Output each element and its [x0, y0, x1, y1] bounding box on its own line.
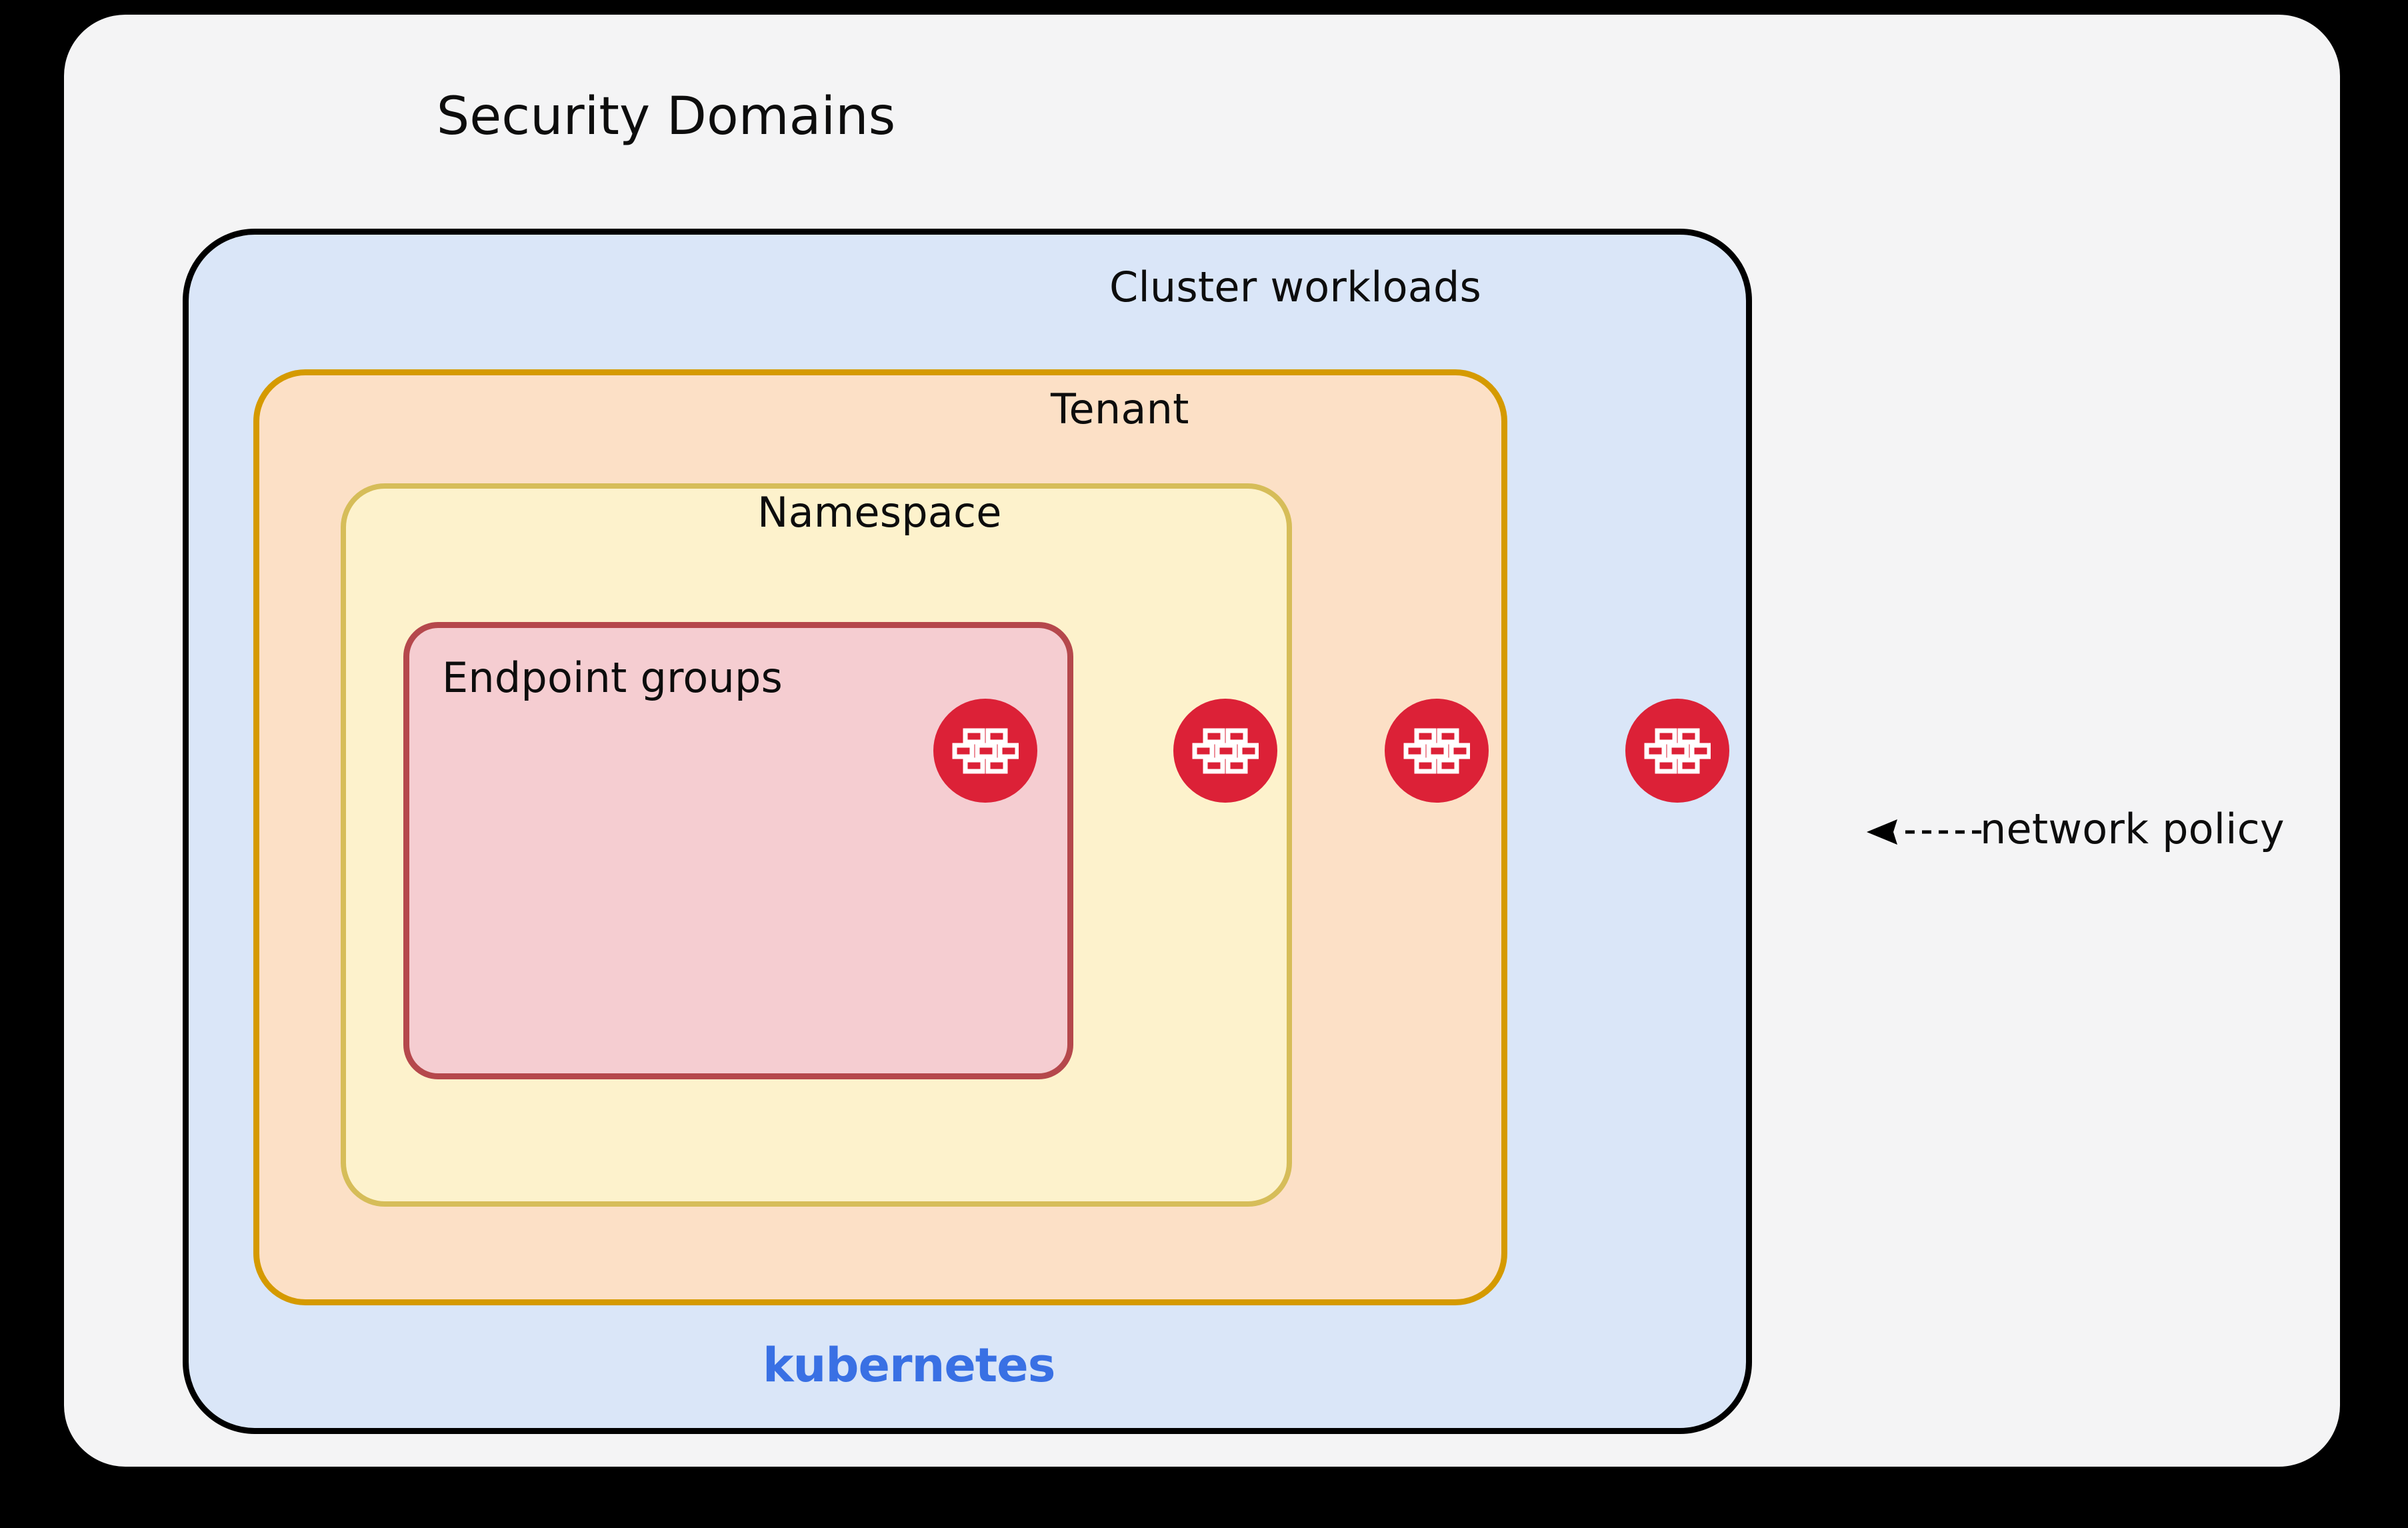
network-policy-arrow-icon	[1867, 819, 1981, 845]
domain-label-cluster-workloads: Cluster workloads	[1109, 263, 1482, 311]
firewall-icon	[1644, 728, 1711, 774]
domain-box-cluster-workloads[interactable]	[183, 229, 1752, 1434]
kubernetes-logo-text: kubernetes	[763, 1338, 1055, 1393]
domain-box-endpoint-groups[interactable]	[403, 622, 1073, 1079]
domain-label-namespace: Namespace	[757, 488, 1002, 537]
page-title-text: Security Domains	[436, 87, 896, 147]
firewall-icon-cluster-boundary[interactable]	[1625, 699, 1729, 803]
domain-box-tenant[interactable]	[253, 369, 1507, 1305]
network-policy-label: network policy	[1980, 805, 2285, 853]
domain-box-namespace[interactable]	[341, 483, 1292, 1207]
security-domains-panel: Security Domains Cluster workloads Tenan…	[64, 15, 2340, 1467]
domain-label-tenant: Tenant	[1051, 385, 1189, 433]
firewall-icon-endpoint-boundary[interactable]	[933, 699, 1037, 803]
domain-label-endpoint-groups: Endpoint groups	[442, 653, 783, 702]
firewall-icon-tenant-boundary[interactable]	[1385, 699, 1489, 803]
page-title: Security Domains	[64, 87, 2340, 147]
firewall-icon	[1403, 728, 1470, 774]
firewall-icon-namespace-boundary[interactable]	[1173, 699, 1277, 803]
firewall-icon	[952, 728, 1019, 774]
firewall-icon	[1192, 728, 1259, 774]
